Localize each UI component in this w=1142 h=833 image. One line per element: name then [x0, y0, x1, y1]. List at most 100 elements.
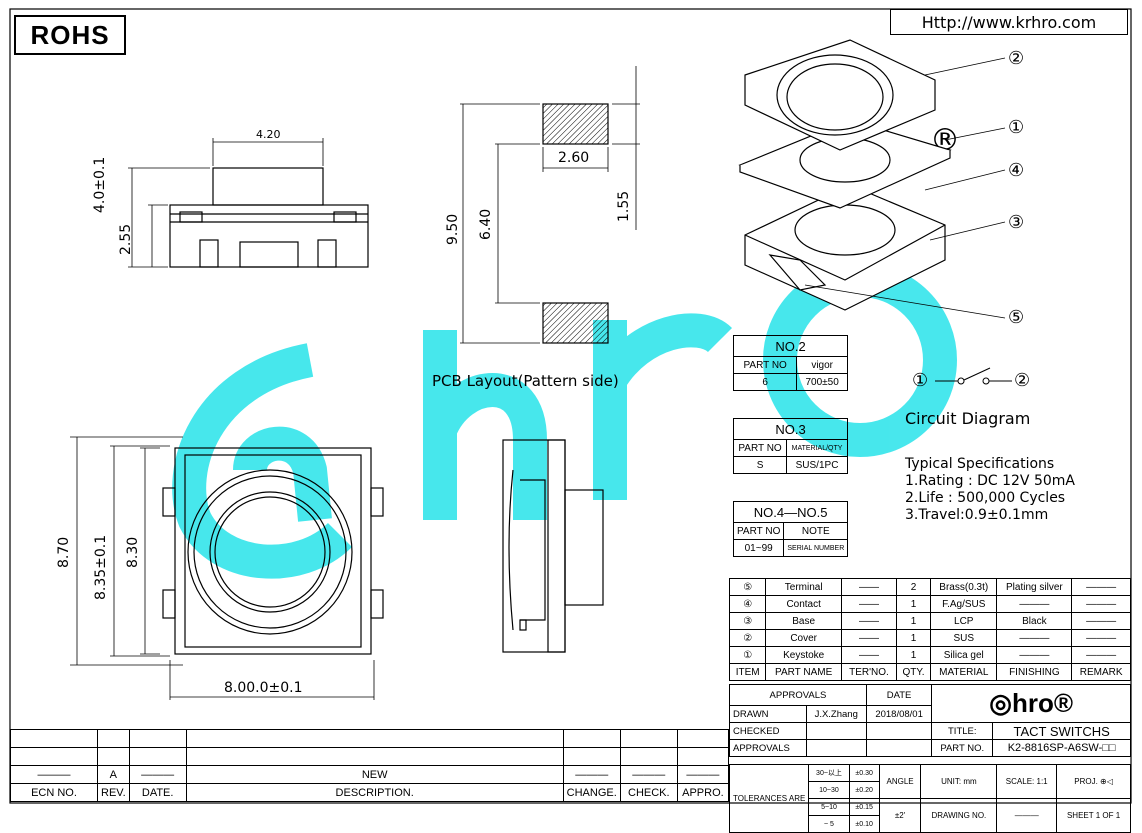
bom-part: Terminal [765, 578, 842, 596]
scale-label: SCALE: [1005, 777, 1035, 786]
circuit-switch-symbol [935, 367, 1012, 385]
bom-item: ① [728, 646, 767, 664]
spec-rating: 1.Rating : DC 12V 50mA [905, 473, 1075, 489]
bom-header: FINISHING [996, 663, 1073, 681]
tol-value: ±0.20 [848, 781, 880, 799]
unit: UNIT: mm [920, 764, 998, 799]
side-view-drawing [128, 138, 369, 268]
bom-finishing: ——— [996, 629, 1073, 647]
circuit-terminal-2: ② [1014, 370, 1031, 391]
exploded-view-drawing [738, 39, 952, 311]
front-view-drawing [70, 436, 384, 700]
rohs-badge: ROHS [14, 15, 126, 55]
no45-partno: 01~99 [732, 539, 785, 557]
scale: 1:1 [1036, 777, 1048, 786]
bom-part: Cover [765, 629, 842, 647]
revision-letter: A [97, 765, 130, 784]
tol-range: 5~10 [808, 798, 850, 816]
callout-leaders [804, 57, 1006, 319]
no3-header-partno: PART NO [732, 439, 788, 457]
bom-header: PART NAME [765, 663, 842, 681]
bom-remark: ——— [1071, 612, 1131, 630]
dim-front-mid-height: 8.35±0.1 [93, 534, 109, 600]
revision-description: NEW [185, 765, 564, 784]
drawing-sheet: ® [9, 8, 1132, 833]
bom-item: ④ [728, 595, 767, 613]
tol-value: ±0.30 [848, 764, 880, 782]
no2-partno: 6 [732, 373, 798, 391]
dim-pcb-total: 9.50 [445, 213, 461, 245]
bom-header: TER'NO. [840, 663, 897, 681]
angle-label: ANGLE [878, 764, 922, 799]
bom-finishing: ——— [996, 595, 1073, 613]
revision-table: ———A———NEW————————— ECN NO. REV. DATE. D… [10, 729, 730, 802]
specs-title: Typical Specifications [905, 456, 1055, 472]
approvals-label: APPROVALS [729, 739, 807, 757]
bom-part: Contact [765, 595, 842, 613]
angle-value: ±2' [878, 798, 922, 833]
revision-header: CHECK. [619, 783, 678, 802]
revision-header: REV. [97, 783, 130, 802]
revision-header: CHANGE. [562, 783, 621, 802]
tolerances-label: TOLERANCES ARE [728, 764, 810, 833]
bom-item: ② [728, 629, 767, 647]
pcb-layout-label: PCB Layout(Pattern side) [432, 372, 619, 390]
bom-finishing: ——— [996, 646, 1073, 664]
tol-value: ±0.10 [848, 815, 880, 833]
drawn-label: DRAWN [729, 705, 807, 723]
projection-icon: ⊕◁ [1100, 777, 1113, 786]
callout-4: ④ [1008, 160, 1025, 181]
no2-header-partno: PART NO [732, 356, 798, 374]
bom-header: MATERIAL [930, 663, 998, 681]
bom-header: QTY. [895, 663, 932, 681]
bom-part: Base [765, 612, 842, 630]
checked-label: CHECKED [729, 722, 807, 740]
revision-header: DATE. [128, 783, 187, 802]
pcb-layout-drawing [460, 66, 640, 344]
callout-3: ③ [1008, 212, 1025, 233]
typical-specs: Typical Specifications 1.Rating : DC 12V… [905, 456, 1075, 524]
dim-front-inner-height: 8.30 [125, 536, 141, 568]
title-label: TITLE: [931, 722, 994, 740]
bom-qty: 1 [895, 629, 932, 647]
bom-part: Keystoke [765, 646, 842, 664]
bom-qty: 1 [895, 595, 932, 613]
drawing-no-label: DRAWING NO. [920, 798, 998, 833]
bom-ter: —— [840, 578, 897, 596]
dim-pcb-pad: 1.55 [616, 190, 632, 222]
tol-range: 30~以上 [808, 764, 850, 782]
bom-remark: ——— [1071, 578, 1131, 596]
bom-material: SUS [930, 629, 998, 647]
revision-header: APPRO. [676, 783, 730, 802]
dim-top-total-height: 4.0±0.1 [92, 156, 108, 213]
no3-title: NO.3 [733, 418, 848, 440]
date-header: DATE [865, 684, 933, 706]
partno-label: PART NO. [931, 739, 994, 757]
dim-top-width: 4.20 [256, 128, 281, 141]
bom-remark: ——— [1071, 595, 1131, 613]
drawn-by: J.X.Zhang [805, 705, 867, 723]
tol-value: ±0.15 [848, 798, 880, 816]
callout-1: ① [1008, 117, 1025, 138]
revision-header: ECN NO. [10, 783, 98, 802]
bom-ter: —— [840, 646, 897, 664]
bom-qty: 1 [895, 646, 932, 664]
tol-range: 10~30 [808, 781, 850, 799]
bom-ter: —— [840, 612, 897, 630]
bom-material: Silica gel [930, 646, 998, 664]
bom-qty: 1 [895, 612, 932, 630]
tol-range: ~ 5 [808, 815, 850, 833]
no45-header-partno: PART NO [732, 522, 785, 540]
callout-5: ⑤ [1008, 307, 1025, 328]
website-url: Http://www.krhro.com [890, 9, 1128, 35]
spec-travel: 3.Travel:0.9±0.1mm [905, 507, 1049, 523]
revision-header: DESCRIPTION. [185, 783, 564, 802]
